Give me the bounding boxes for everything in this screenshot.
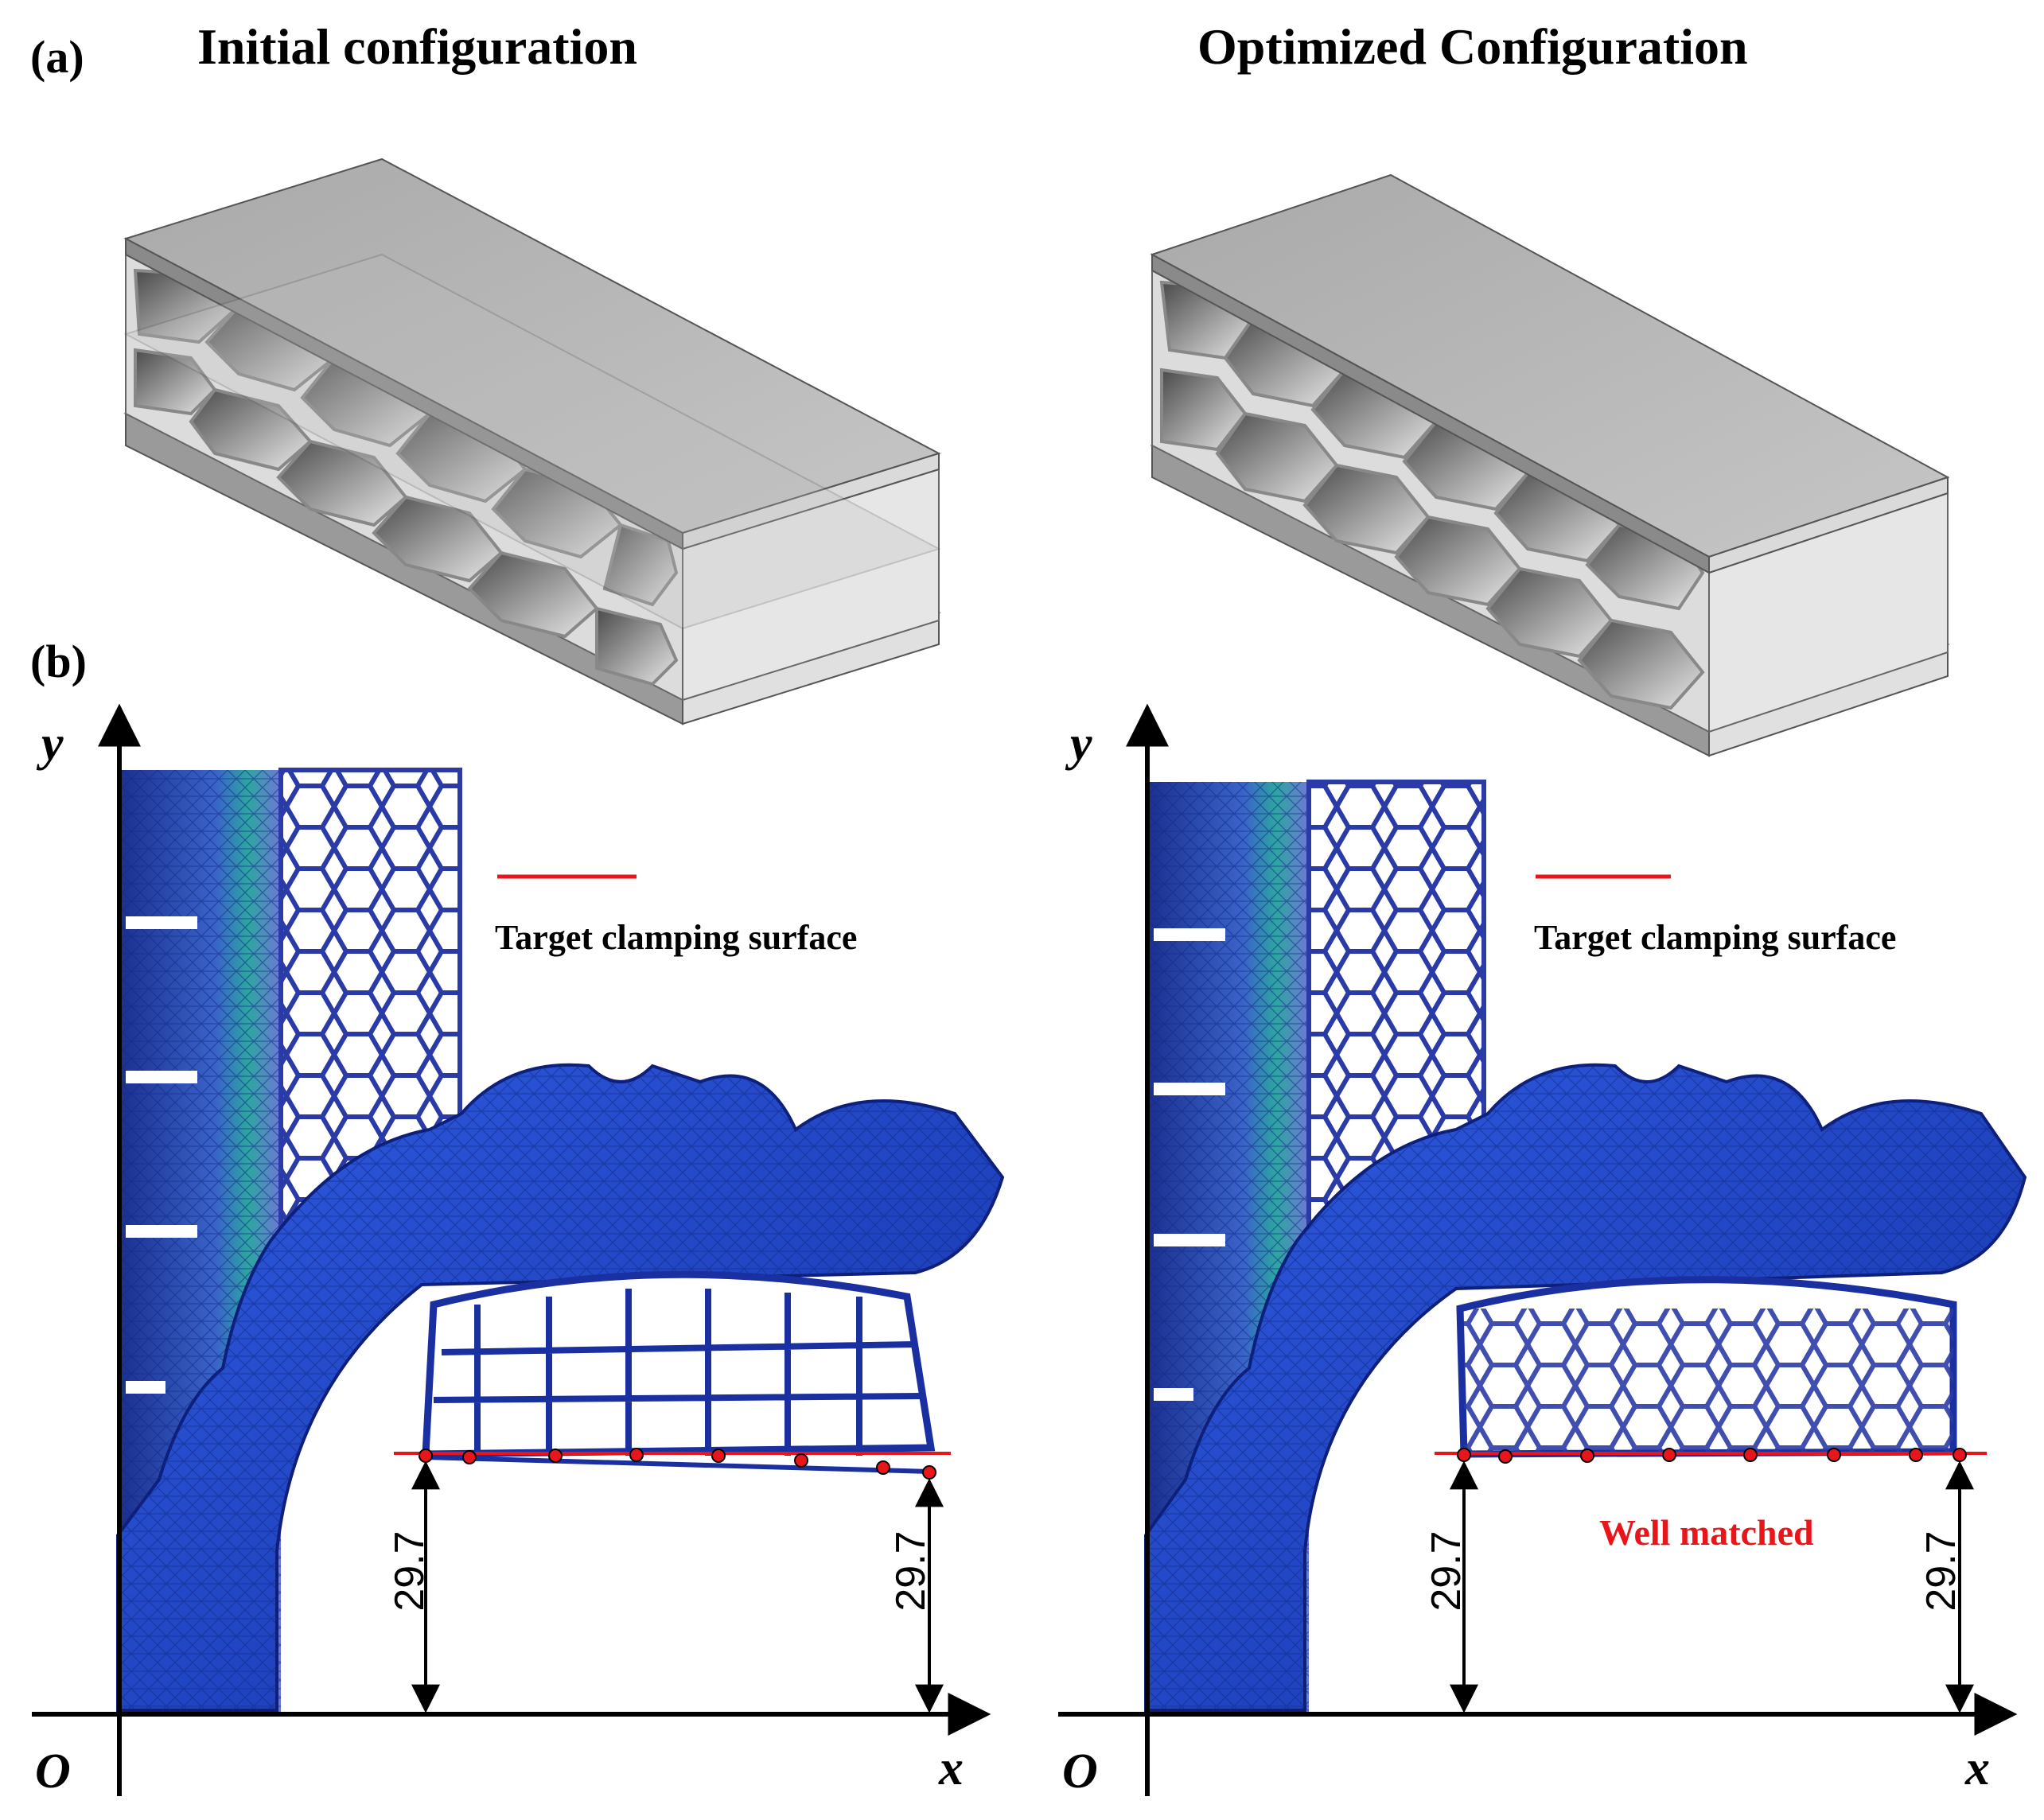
initial-structure-illustration [123, 158, 941, 725]
panel-b-label: (b) [30, 636, 87, 687]
dimension-arrows-right [1450, 1460, 1974, 1713]
initial-config-title: Initial configuration [197, 18, 637, 75]
target-surface-left [394, 874, 951, 1480]
dimension-arrows-left [411, 1460, 944, 1713]
fem-initial-model [116, 768, 1005, 1713]
dimension-left-1: 29.7 [387, 1530, 433, 1612]
legend-target-left: Target clamping surface [495, 918, 858, 957]
panel-a-label: (a) [30, 31, 84, 83]
legend-target-right: Target clamping surface [1534, 918, 1897, 957]
dimension-left-2: 29.7 [888, 1530, 934, 1612]
axes-left [32, 703, 991, 1796]
y-axis-label-left: y [41, 717, 64, 771]
x-axis-label-right: x [1965, 1741, 1990, 1795]
dimension-right-2: 29.7 [1918, 1530, 1964, 1612]
optimized-structure-illustration [1150, 173, 1950, 757]
y-axis-label-right: y [1070, 717, 1092, 771]
fem-optimized-model [1144, 780, 2027, 1713]
origin-label-left: O [35, 1744, 71, 1799]
x-axis-label-left: x [939, 1741, 964, 1795]
axes-right [1058, 703, 2018, 1796]
well-matched-text: Well matched [1599, 1512, 1814, 1553]
optimized-config-title: Optimized Configuration [1197, 18, 1748, 75]
origin-label-right: O [1062, 1744, 1098, 1799]
dimension-right-1: 29.7 [1423, 1530, 1470, 1612]
